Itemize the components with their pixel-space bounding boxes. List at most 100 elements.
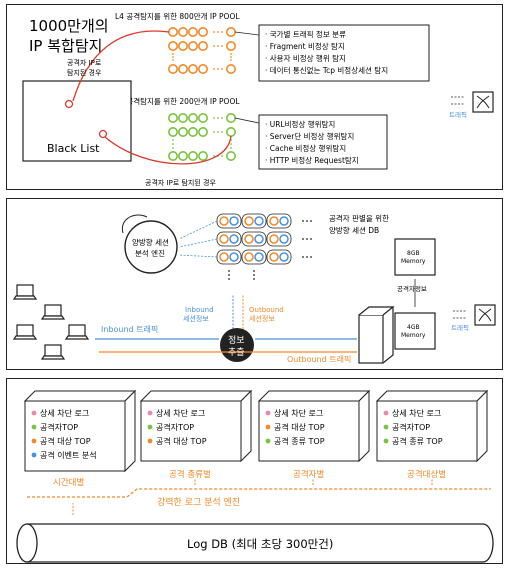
panel1-title-line1: 1000만개의 bbox=[29, 17, 109, 35]
l7-to-blacklist-arrow bbox=[104, 135, 232, 165]
ip-detection-diagram: 1000만개의 IP 복합탐지 L4 공격탐지를 위한 800만개 IP POO… bbox=[22, 11, 494, 187]
l7-ip-pool bbox=[168, 113, 237, 162]
log-box-item: 공격자TOP bbox=[392, 422, 430, 432]
memory-8gb-label-1: 8GB bbox=[407, 250, 420, 257]
traffic-switch-icon bbox=[451, 91, 494, 113]
inbound-info-2: 세션정보 bbox=[183, 314, 209, 323]
engine-label-1: 양방향 세션 bbox=[132, 237, 169, 247]
l7-detection-box bbox=[258, 114, 388, 170]
log-box-item: 공격자TOP bbox=[156, 422, 194, 432]
db-title-2: 양방향 세션 DB bbox=[329, 225, 379, 235]
l4-ip-pool bbox=[168, 26, 237, 74]
log-box-item: 상세 차단 로그 bbox=[156, 408, 205, 418]
session-engine-circle bbox=[124, 220, 178, 274]
log-analysis-diagram: 상세 차단 로그 공격자TOP 공격 대상 TOP 공격 이벤트 분석 시간대별… bbox=[16, 389, 494, 563]
log-box-item: 공격 대상 TOP bbox=[156, 436, 207, 446]
bullet-pink bbox=[265, 410, 271, 416]
ip-detection-panel: 1000만개의 IP 복합탐지 L4 공격탐지를 위한 800만개 IP POO… bbox=[6, 4, 503, 190]
panel1-title-line2: IP 복합탐지 bbox=[29, 37, 102, 55]
log-box-item: 상세 차단 로그 bbox=[274, 408, 323, 418]
attacker-info-label: 공격자정보 bbox=[397, 284, 427, 293]
l4-arrow-end bbox=[64, 99, 74, 109]
memory-4gb-label-2: Memory bbox=[401, 332, 426, 339]
log-analysis-panel: 상세 차단 로그 공격자TOP 공격 대상 TOP 공격 이벤트 분석 시간대별… bbox=[6, 378, 503, 564]
inbound-info-1: Inbound bbox=[185, 306, 214, 314]
engine-dotted-line bbox=[27, 488, 491, 498]
session-to-engine-arrows bbox=[178, 220, 218, 258]
bullet-orange bbox=[147, 438, 153, 444]
l7-pool-label: L7 공격탐지를 위한 200만개 IP POOL bbox=[115, 96, 240, 106]
outbound-traffic-label: Outbound 트래픽 bbox=[287, 354, 351, 364]
log-box-caption: 공격자별 bbox=[293, 469, 324, 480]
log-box-attack-type bbox=[139, 389, 253, 463]
client-laptops-icon bbox=[12, 284, 90, 360]
l7-detection-item: · HTTP 비정상 Request탐지 bbox=[265, 155, 359, 165]
log-box-item: 공격 대상 TOP bbox=[274, 422, 325, 432]
logdb-cylinder bbox=[16, 523, 494, 563]
up-arrows bbox=[72, 479, 433, 515]
bullet-green bbox=[383, 438, 389, 444]
bullet-pink bbox=[383, 410, 389, 416]
log-box-item: 공격 이벤트 분석 bbox=[40, 450, 97, 460]
attacker-ip-note-bottom: 공격자 IP로 탐지된 경우 bbox=[145, 178, 216, 187]
blacklist-label: Black List bbox=[47, 142, 100, 155]
attacker-ip-note-1: 공격자 IP로 bbox=[67, 58, 102, 67]
memory-4gb-box bbox=[394, 312, 436, 350]
log-box-item: 공격 종류 TOP bbox=[392, 436, 443, 446]
inbound-traffic-label: Inbound 트래픽 bbox=[101, 324, 158, 334]
blacklist-box bbox=[22, 80, 132, 162]
l4-detection-box bbox=[258, 24, 430, 82]
l4-detection-item: · 사용자 비정상 행위 탐지 bbox=[265, 53, 346, 63]
engine-label-2: 분석 엔진 bbox=[135, 248, 165, 258]
bullet-orange bbox=[265, 424, 271, 430]
log-box-item: 상세 차단 로그 bbox=[40, 408, 89, 418]
l4-detection-item: · Fragment 비정상 탐지 bbox=[265, 41, 345, 51]
session-grid bbox=[216, 213, 292, 265]
l4-to-blacklist-arrow bbox=[72, 30, 170, 102]
l7-arrow-end bbox=[98, 129, 108, 139]
panel1-traffic-label: 트래픽 bbox=[449, 110, 467, 119]
log-box-item: 공격자TOP bbox=[40, 422, 78, 432]
outbound-info-2: 세션정보 bbox=[249, 314, 275, 323]
logdb-label: Log DB (최대 초당 300만건) bbox=[187, 537, 333, 551]
l7-pool-dots bbox=[172, 117, 232, 157]
l7-detection-item: · Cache 비정상 행위탐지 bbox=[265, 143, 346, 153]
bullet-pink bbox=[31, 410, 37, 416]
outbound-info-1: Outbound bbox=[249, 306, 284, 314]
memory-4gb-label-1: 4GB bbox=[407, 324, 420, 331]
l7-connector bbox=[234, 117, 260, 124]
l4-detection-item: · 데이터 통신없는 Tcp 비정상세션 탐지 bbox=[265, 65, 388, 75]
log-box-caption: 공격 종류별 bbox=[169, 469, 211, 480]
db-title-1: 공격자 판별을 위한 bbox=[329, 213, 389, 223]
attacker-ip-note-2: 탐지된 경우 bbox=[67, 68, 102, 77]
l7-detection-item: · Server단 비정상 행위탐지 bbox=[265, 131, 354, 141]
session-analysis-panel: 양방향 세션 분석 엔진 Inbound 세션정보 Outbound 세션정보 bbox=[6, 198, 503, 370]
log-box-caption: 공격대상별 bbox=[407, 469, 446, 480]
bullet-pink bbox=[147, 410, 153, 416]
log-box-time bbox=[23, 389, 137, 473]
l4-pool-label: L4 공격탐지를 위한 800만개 IP POOL bbox=[115, 11, 240, 21]
l4-detection-item: · 국가별 트래픽 정보 분류 bbox=[265, 29, 346, 39]
l7-detection-item: · URL비정상 행위탐지 bbox=[265, 119, 335, 129]
log-box-caption: 시간대별 bbox=[53, 477, 84, 488]
l4-pool-dots bbox=[172, 31, 232, 70]
bullet-orange bbox=[31, 438, 37, 444]
extract-circle bbox=[220, 328, 254, 362]
server-icon bbox=[358, 306, 395, 364]
engine-label: 강력한 로그 분석 엔진 bbox=[157, 496, 240, 508]
memory-8gb-box bbox=[394, 238, 436, 276]
engine-refresh-arrow bbox=[121, 214, 148, 234]
memory-8gb-label-2: Memory bbox=[401, 258, 426, 265]
bullet-green bbox=[383, 424, 389, 430]
log-box-item: 상세 차단 로그 bbox=[392, 408, 441, 418]
panel2-traffic-label: 트래픽 bbox=[451, 323, 469, 332]
log-box-item: 공격 종류 TOP bbox=[274, 436, 325, 446]
bullet-blue bbox=[31, 452, 37, 458]
bullet-green bbox=[265, 438, 271, 444]
extract-label-1: 정보 bbox=[228, 335, 245, 346]
bullet-green bbox=[31, 424, 37, 430]
l4-connector bbox=[234, 31, 260, 36]
log-box-target bbox=[375, 389, 489, 463]
log-box-item: 공격 대상 TOP bbox=[40, 436, 91, 446]
traffic-switch-icon bbox=[453, 304, 496, 326]
